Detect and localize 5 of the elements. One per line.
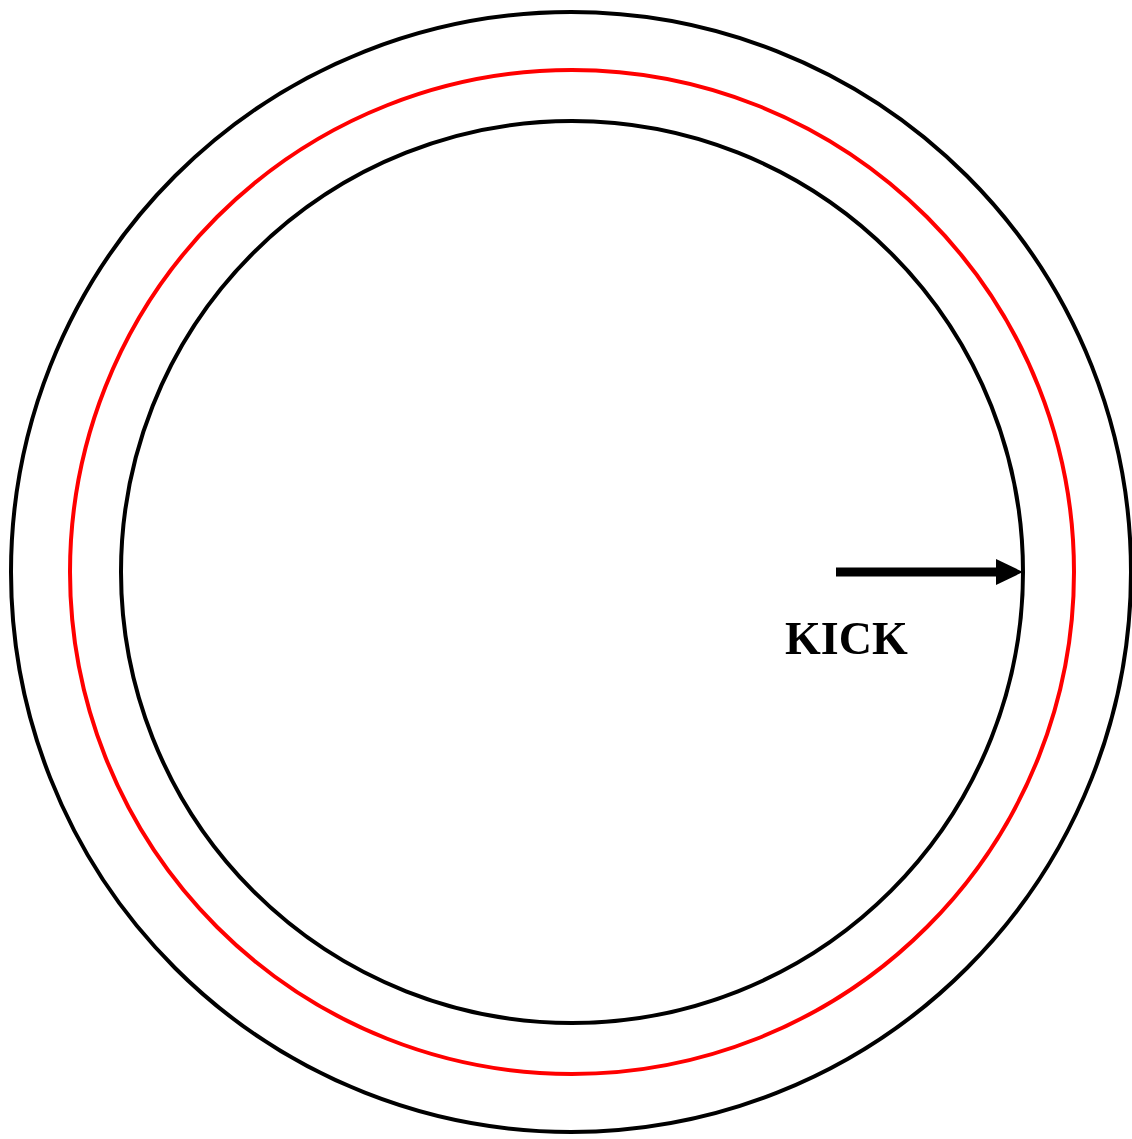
ring-circle xyxy=(68,68,1076,1076)
edge-label: KICK xyxy=(785,616,908,662)
ring-circle xyxy=(119,119,1025,1025)
ring-circle xyxy=(9,10,1132,1134)
arrow xyxy=(836,559,1023,585)
